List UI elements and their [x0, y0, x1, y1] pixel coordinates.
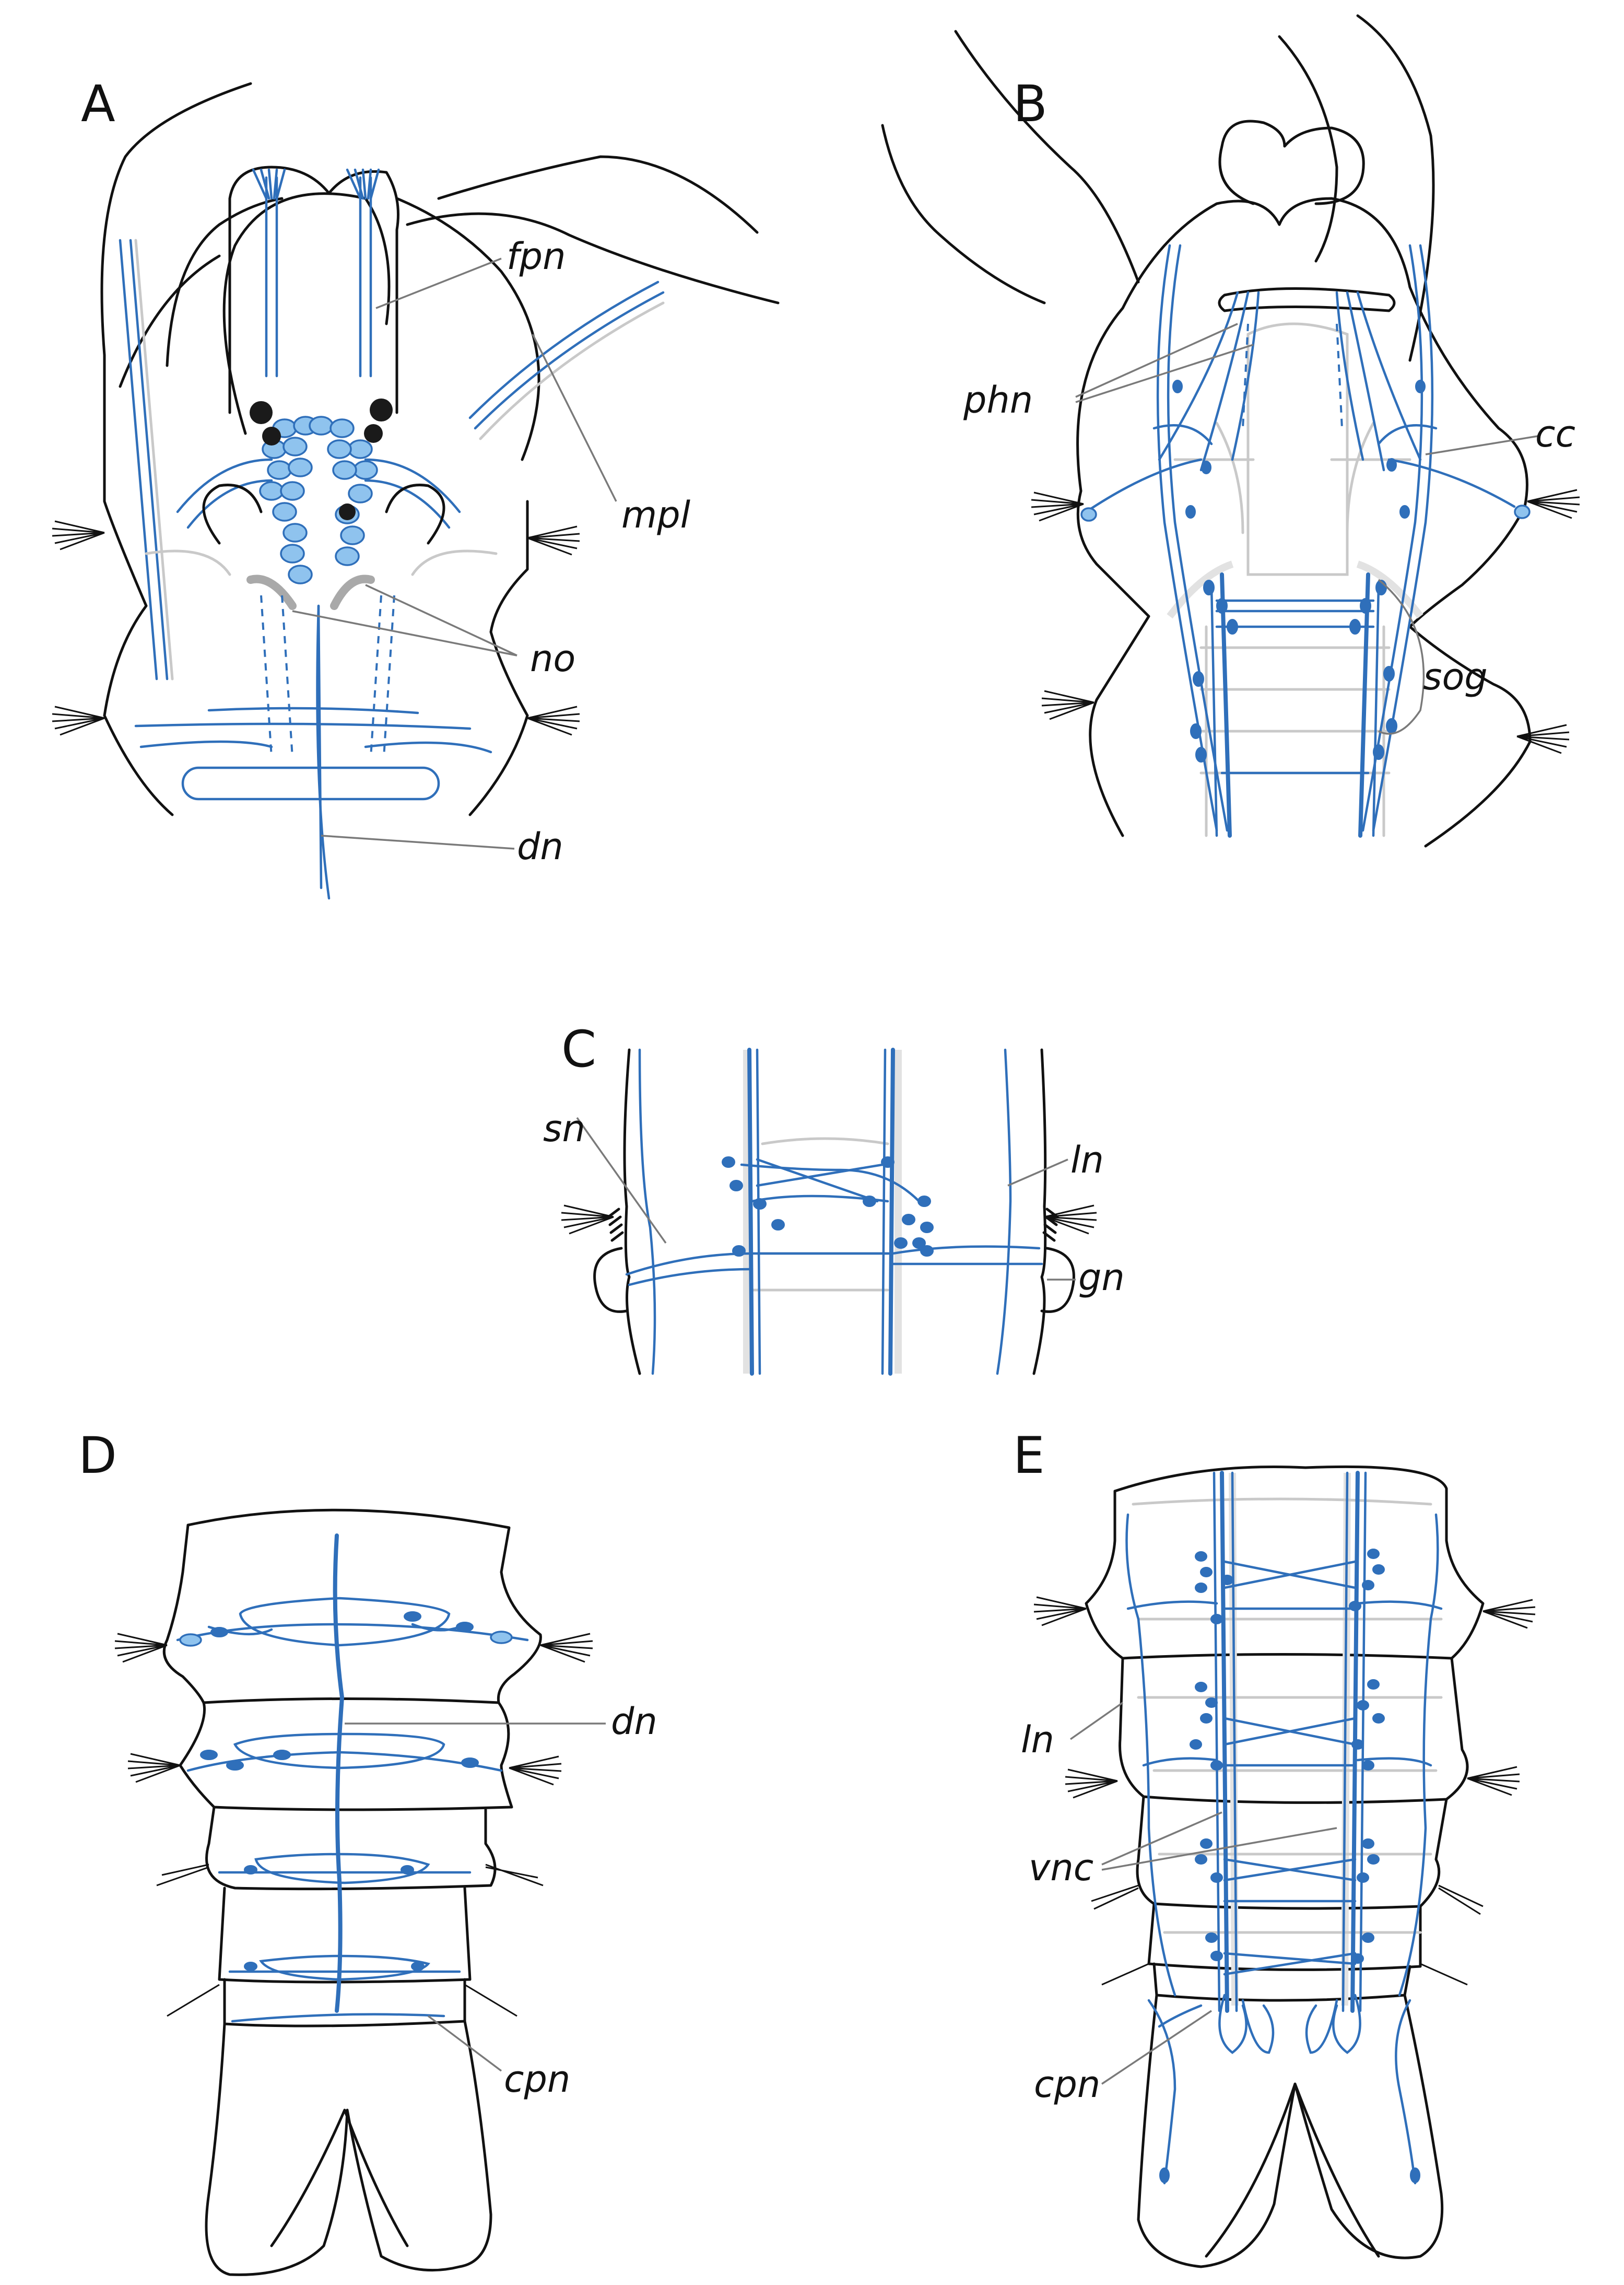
label-no-a: no: [530, 637, 575, 680]
panel-c-letter: C: [561, 1020, 596, 1079]
panel-e-letter: E: [1013, 1426, 1045, 1485]
label-dn-a: dn: [517, 825, 563, 868]
label-sn: sn: [543, 1107, 585, 1150]
label-ln-e: ln: [1021, 1718, 1054, 1761]
label-dn-d: dn: [611, 1700, 657, 1743]
panel-a: A: [51, 75, 780, 900]
somata-e: [1159, 1549, 1420, 2183]
label-cpn-e: cpn: [1034, 2063, 1100, 2106]
label-mpl: mpl: [621, 494, 691, 536]
panel-a-letter: A: [81, 75, 115, 133]
label-vnc: vnc: [1029, 1846, 1093, 1889]
somata-c: [722, 1156, 934, 1257]
panel-e: E: [1013, 1426, 1536, 2268]
panel-b: B: [881, 14, 1581, 848]
label-gn: gn: [1078, 1256, 1125, 1299]
label-cpn-d: cpn: [504, 2058, 570, 2101]
label-cc: cc: [1535, 413, 1575, 455]
panel-d-letter: D: [78, 1426, 117, 1485]
label-ln-c: ln: [1070, 1139, 1104, 1181]
label-sog: sog: [1423, 655, 1488, 698]
panel-b-letter: B: [1013, 75, 1048, 133]
brain-cells-right: [309, 416, 378, 566]
panel-c: C: [543, 1020, 1125, 1376]
label-phn: phn: [963, 379, 1033, 421]
label-fpn: fpn: [507, 235, 566, 278]
somata-b: [1080, 380, 1531, 763]
panel-d: D: [78, 1426, 657, 2276]
somata-d: [179, 1611, 513, 1971]
